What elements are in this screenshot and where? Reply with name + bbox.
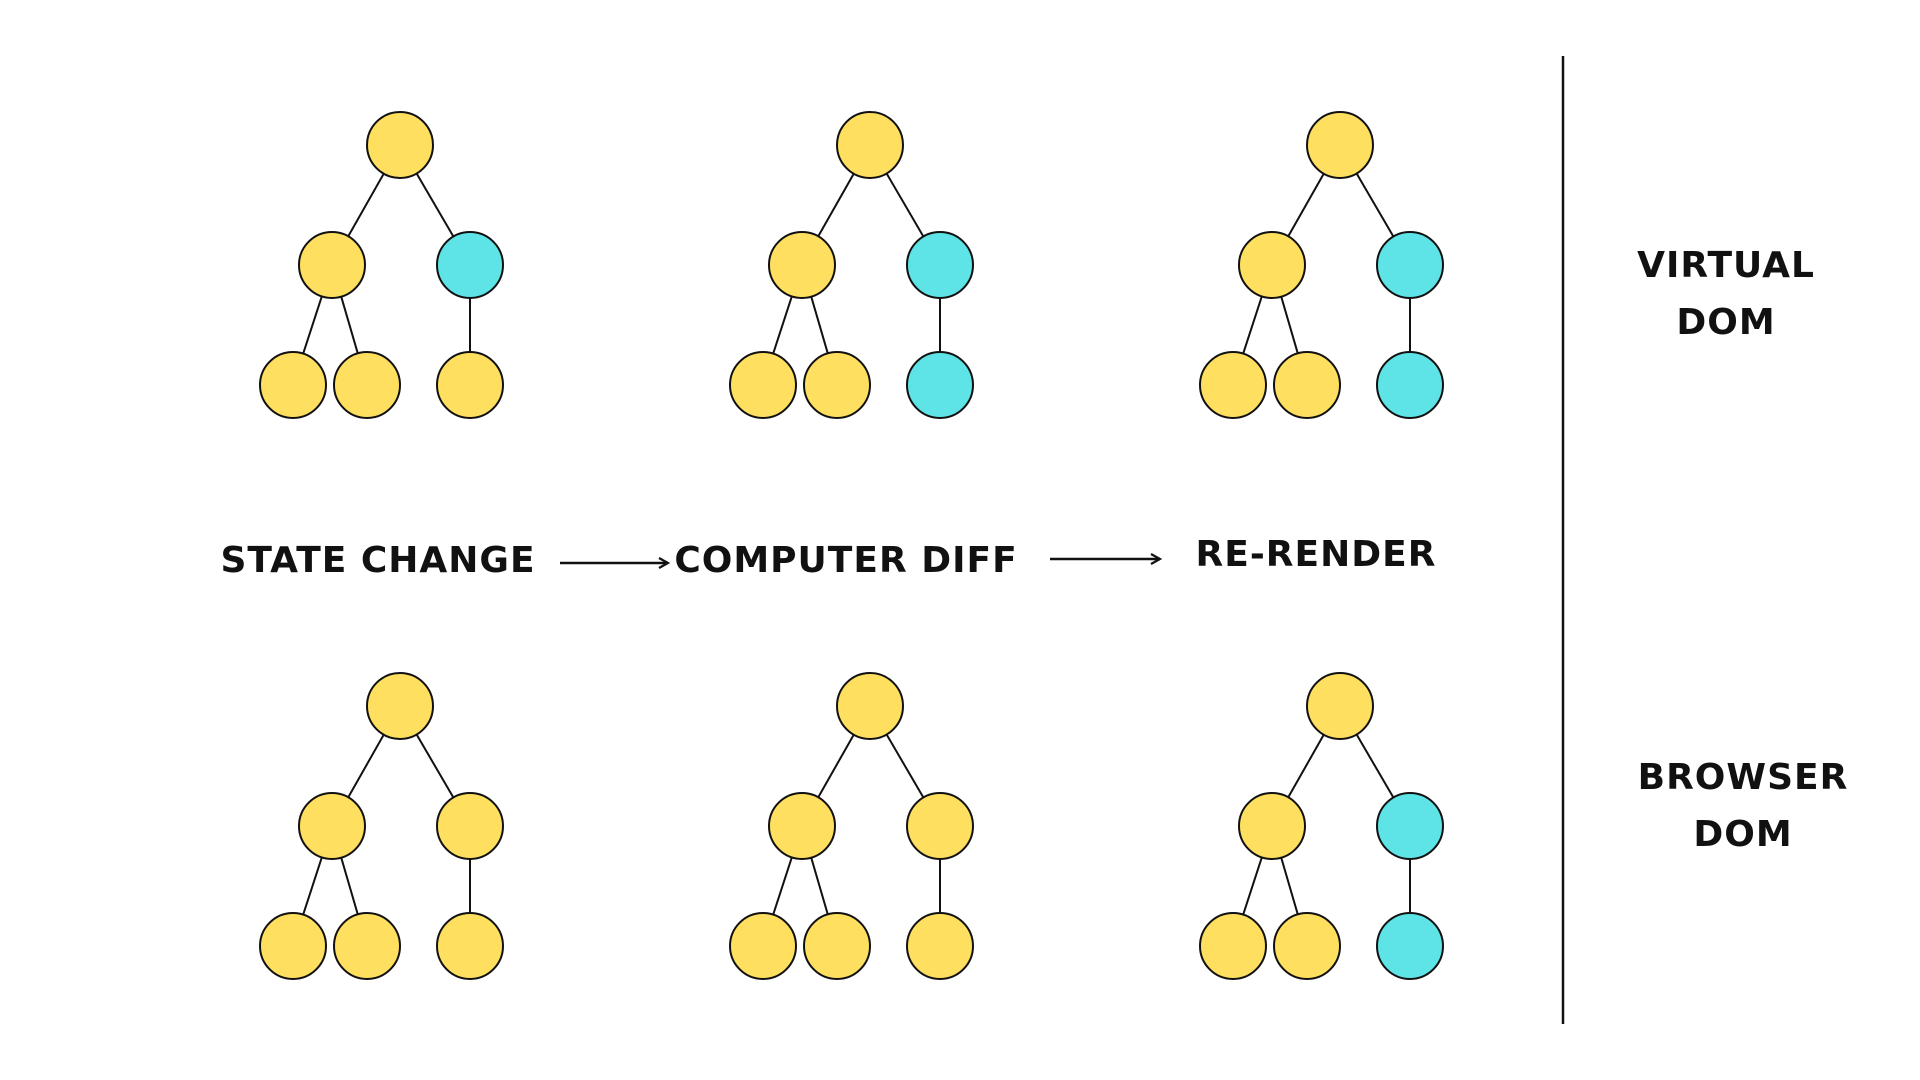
trees-layer bbox=[259, 111, 1444, 980]
browser-dom-tree-2 bbox=[729, 672, 974, 980]
browser-dom-tree-1 bbox=[259, 672, 504, 980]
tree-node-root bbox=[1306, 111, 1374, 179]
tree-edge bbox=[302, 296, 323, 354]
tree-node-root bbox=[1306, 672, 1374, 740]
tree-edge bbox=[1287, 173, 1325, 237]
tree-edge bbox=[817, 734, 855, 798]
step-label-computer-diff: COMPUTER DIFF bbox=[674, 540, 1017, 581]
tree-edge bbox=[885, 173, 925, 237]
tree-edge bbox=[302, 857, 323, 915]
tree-node-right-changed bbox=[906, 231, 974, 299]
tree-node-root bbox=[836, 672, 904, 740]
tree-edge bbox=[1242, 296, 1263, 354]
tree-node-right-changed bbox=[1376, 231, 1444, 299]
tree-edge bbox=[1287, 734, 1325, 798]
tree-edge bbox=[340, 857, 359, 915]
tree-edge bbox=[885, 734, 925, 798]
tree-node-left-b bbox=[1273, 351, 1341, 419]
tree-edge bbox=[415, 734, 455, 798]
step-label-state-change: STATE CHANGE bbox=[220, 540, 535, 581]
tree-node-left-a bbox=[1199, 912, 1267, 980]
tree-edge bbox=[1280, 296, 1299, 354]
tree-node-left-b bbox=[1273, 912, 1341, 980]
tree-node-left bbox=[1238, 792, 1306, 860]
tree-node-left bbox=[298, 231, 366, 299]
tree-node-right-child bbox=[436, 912, 504, 980]
tree-edge bbox=[1355, 173, 1395, 237]
tree-edge bbox=[772, 296, 793, 354]
tree-node-left bbox=[768, 792, 836, 860]
tree-node-left-a bbox=[259, 912, 327, 980]
tree-node-right-child bbox=[436, 351, 504, 419]
tree-node-left-b bbox=[803, 912, 871, 980]
tree-node-root bbox=[836, 111, 904, 179]
virtual-dom-tree-2 bbox=[729, 111, 974, 419]
tree-node-right-changed bbox=[436, 231, 504, 299]
tree-node-right-child-changed bbox=[1376, 912, 1444, 980]
tree-node-root bbox=[366, 111, 434, 179]
row-label-virtual-line1: VIRTUAL bbox=[1637, 245, 1815, 286]
tree-node-left bbox=[1238, 231, 1306, 299]
tree-node-left-a bbox=[259, 351, 327, 419]
tree-edge bbox=[817, 173, 855, 237]
tree-node-left-b bbox=[333, 912, 401, 980]
tree-edge bbox=[1242, 857, 1263, 915]
tree-node-left-a bbox=[1199, 351, 1267, 419]
virtual-dom-tree-3 bbox=[1199, 111, 1444, 419]
tree-node-left-a bbox=[729, 912, 797, 980]
tree-node-root bbox=[366, 672, 434, 740]
row-label-browser-line2: DOM bbox=[1693, 814, 1792, 855]
tree-edge bbox=[347, 734, 385, 798]
tree-edge bbox=[340, 296, 359, 354]
tree-edge bbox=[1280, 857, 1299, 915]
browser-dom-tree-3 bbox=[1199, 672, 1444, 980]
tree-edge bbox=[810, 857, 829, 915]
row-label-virtual-line2: DOM bbox=[1676, 302, 1775, 343]
tree-node-right bbox=[436, 792, 504, 860]
tree-node-right-child-changed bbox=[1376, 351, 1444, 419]
tree-node-left-b bbox=[803, 351, 871, 419]
tree-edge bbox=[347, 173, 385, 237]
tree-node-right-child-changed bbox=[906, 351, 974, 419]
tree-edge bbox=[772, 857, 793, 915]
tree-edge bbox=[810, 296, 829, 354]
tree-node-left-a bbox=[729, 351, 797, 419]
tree-node-left bbox=[768, 231, 836, 299]
row-label-browser-line1: BROWSER bbox=[1638, 757, 1849, 798]
tree-edge bbox=[1355, 734, 1395, 798]
virtual-dom-tree-1 bbox=[259, 111, 504, 419]
tree-node-right bbox=[906, 792, 974, 860]
tree-node-left bbox=[298, 792, 366, 860]
tree-node-left-b bbox=[333, 351, 401, 419]
tree-node-right-changed bbox=[1376, 792, 1444, 860]
tree-node-right-child bbox=[906, 912, 974, 980]
tree-edge bbox=[415, 173, 455, 237]
step-label-re-render: RE-RENDER bbox=[1196, 534, 1437, 575]
